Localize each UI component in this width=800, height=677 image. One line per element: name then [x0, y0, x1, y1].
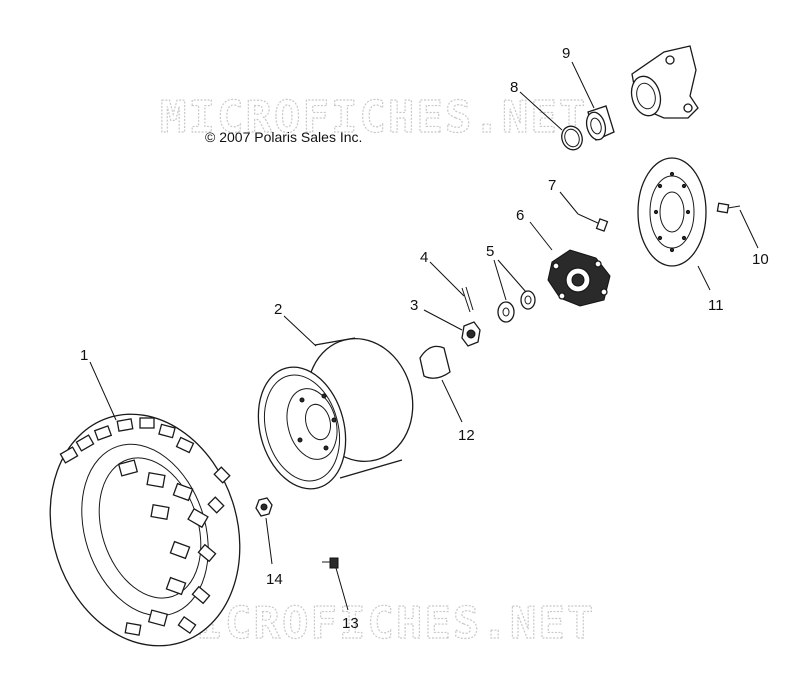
- watermark-top: MICROFICHES.NET: [160, 92, 587, 143]
- callout-2: 2: [274, 301, 282, 318]
- callout-11: 11: [708, 297, 724, 314]
- valve-stem-part: [322, 557, 339, 569]
- castle-nut-part: [461, 321, 481, 347]
- callout-14: 14: [266, 571, 283, 588]
- callout-9: 9: [562, 45, 570, 62]
- callout-13: 13: [342, 615, 359, 632]
- callout-5: 5: [486, 243, 494, 260]
- snap-ring-part: [561, 125, 583, 151]
- hub-bolt-part: [577, 213, 609, 232]
- callout-6: 6: [516, 207, 524, 224]
- watermark-bottom: MICROFICHES.NET: [168, 598, 595, 649]
- washers-part: [497, 290, 536, 323]
- callout-4: 4: [420, 249, 428, 266]
- wheel-rim-part: [257, 337, 414, 490]
- brake-disc-part: [637, 157, 707, 267]
- callout-1: 1: [80, 347, 88, 364]
- hub-part: [547, 249, 611, 307]
- tire-part: [49, 413, 241, 647]
- rotor-bolt-part: [716, 202, 741, 214]
- copyright-text: © 2007 Polaris Sales Inc.: [205, 129, 362, 145]
- callout-8: 8: [510, 79, 518, 96]
- bearing-part: [585, 105, 615, 141]
- callout-3: 3: [410, 297, 418, 314]
- cotter-pin-part: [461, 286, 474, 313]
- knuckle-part: [630, 45, 699, 119]
- hub-cap-part: [419, 345, 451, 379]
- lug-nut-part: [255, 497, 273, 517]
- callout-7: 7: [548, 177, 556, 194]
- callout-12: 12: [458, 427, 475, 444]
- callout-10: 10: [752, 251, 769, 268]
